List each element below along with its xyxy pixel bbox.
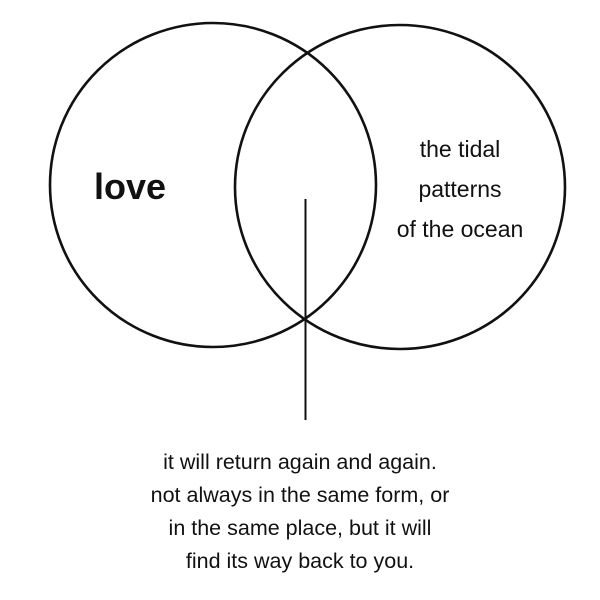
- right-label-line: patterns: [418, 176, 502, 202]
- caption: it will return again and again. not alwa…: [60, 446, 540, 578]
- right-label-line: the tidal: [419, 136, 501, 162]
- caption-line: it will return again and again.: [163, 450, 437, 474]
- left-circle: [48, 21, 378, 349]
- left-circle-label: love: [94, 166, 167, 207]
- caption-line: not always in the same form, or: [150, 483, 450, 507]
- right-circle: [233, 23, 567, 351]
- right-circle-label: the tidal patterns of the ocean: [372, 129, 548, 249]
- caption-line: in the same place, but it will: [168, 516, 432, 540]
- caption-line: find its way back to you.: [185, 549, 415, 573]
- right-label-line: of the ocean: [396, 216, 524, 242]
